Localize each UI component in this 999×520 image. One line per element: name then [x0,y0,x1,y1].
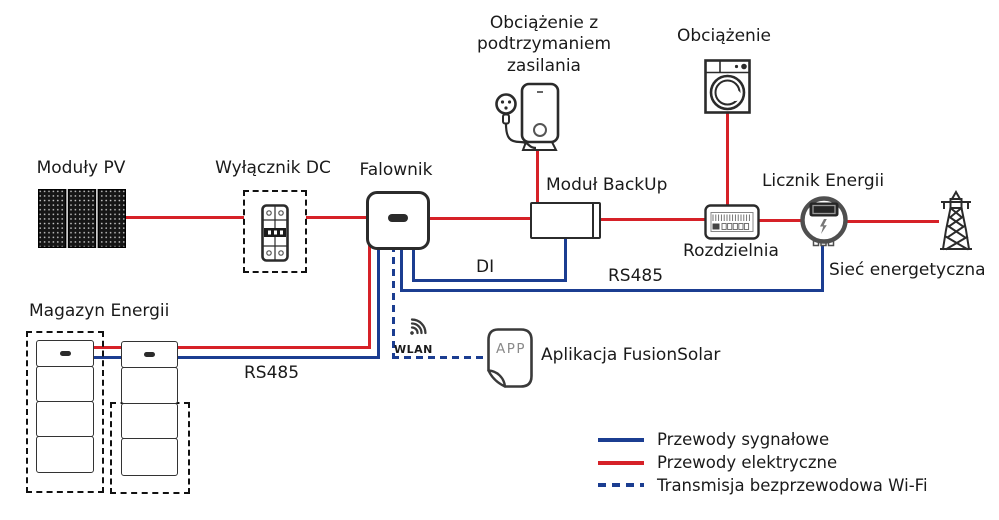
wire-load-to-distribution [726,112,729,206]
backup-module-slot [591,204,594,237]
dc-switch-box [243,190,307,273]
rs485-storage-label: RS485 [244,363,300,383]
wire-wifi-h [392,356,486,359]
legend-signal-line [598,438,644,442]
wire-backup-to-distribution [600,218,706,221]
fusionsolar-app-icon [487,328,533,388]
legend-power-line [598,461,644,465]
load-icon [704,59,751,114]
wire-backedload-to-backup [536,148,539,204]
battery-module [36,436,94,473]
storage-left-box [26,331,104,493]
wire-meter-rs485-v2 [821,244,824,292]
distribution-label: Rozdzielnia [683,241,779,261]
backed-load-icon [495,82,560,151]
wire-battery-power-v [368,245,371,349]
wire-dcswitch-to-inverter [306,216,368,219]
wire-di-v1 [412,245,415,282]
wire-meter-rs485-h [400,289,824,292]
energy-meter-icon [800,196,848,247]
load-label: Obciążenie [677,26,771,46]
battery-module [121,367,178,404]
di-label: DI [476,257,495,277]
legend-wifi-line [598,483,644,487]
app-label: Aplikacja FusionSolar [541,345,721,365]
dc-switch-icon [261,204,289,262]
battery-module [36,366,94,402]
legend-wifi-label: Transmisja bezprzewodowa Wi-Fi [657,476,928,495]
pv-modules-label: Moduły PV [36,158,126,178]
inverter-label: Falownik [359,160,433,180]
energy-meter-label: Licznik Energii [761,171,885,191]
wire-battery-power-h [94,346,371,349]
grid-label: Sieć energetyczna [829,260,986,280]
wire-battery-rs485-v [377,245,380,359]
inverter-icon [366,191,430,250]
pv-modules-icon [37,188,126,248]
backup-module-label: Moduł BackUp [546,175,668,195]
grid-tower-icon [940,189,972,251]
wire-meter-to-grid [845,220,939,223]
wire-inverter-to-backup [429,217,531,220]
battery-indicator [60,351,71,356]
distribution-board-icon [704,204,760,240]
backup-module-icon [530,202,601,239]
wire-pv-to-dcswitch [124,216,244,219]
battery-indicator [144,352,155,357]
wire-distribution-to-meter [759,219,802,222]
rs485-meter-label: RS485 [608,266,664,286]
wire-di-h [412,279,567,282]
app-badge-text: APP [496,341,527,357]
backed-load-label: Obciążenie z podtrzymaniem zasilania [476,13,612,76]
wire-meter-rs485-v1 [400,245,403,292]
dc-switch-label: Wyłącznik DC [215,158,331,178]
battery-module [121,438,178,476]
wire-battery-rs485-h [94,356,380,359]
battery-module [121,403,178,439]
wlan-label: WLAN [394,343,433,356]
wire-di-v2 [564,236,567,282]
wlan-icon [410,318,427,335]
battery-module [36,401,94,437]
legend-power-label: Przewody elektryczne [657,453,838,472]
inverter-indicator [388,214,408,223]
energy-storage-label: Magazyn Energii [29,301,170,321]
legend-signal-label: Przewody sygnałowe [657,430,830,449]
wire-wifi-v [392,245,395,359]
